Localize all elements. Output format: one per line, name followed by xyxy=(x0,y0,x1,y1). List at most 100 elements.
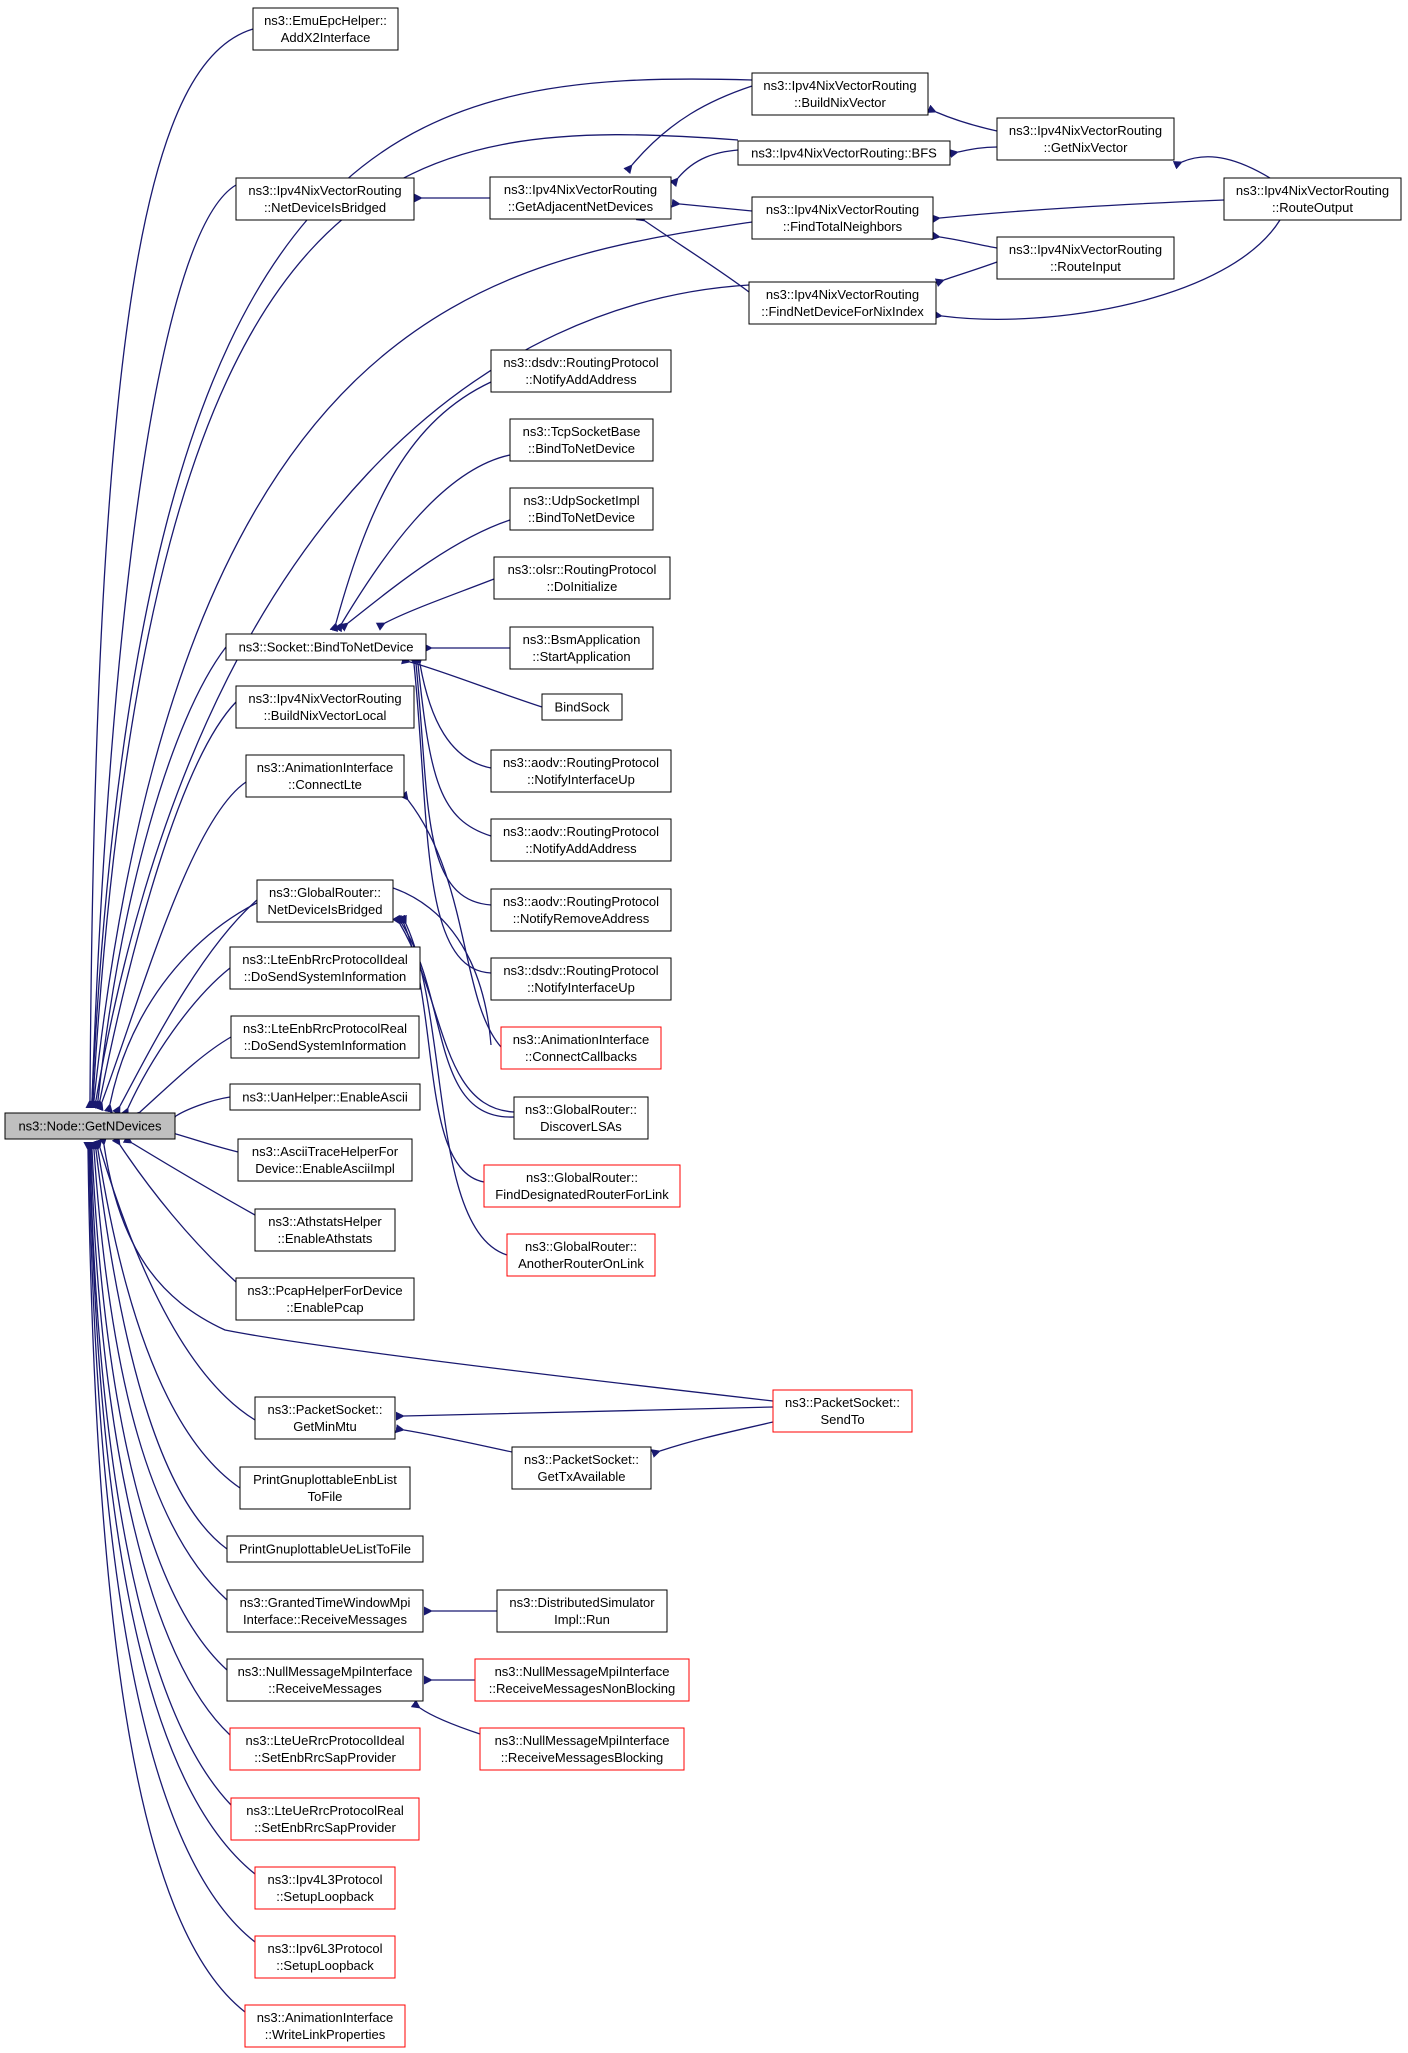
node-box xyxy=(490,957,672,1001)
graph-node-addx2[interactable]: ns3::EmuEpcHelper::AddX2Interface xyxy=(252,7,399,51)
graph-node-gettxavail[interactable]: ns3::PacketSocket::GetTxAvailable xyxy=(511,1446,652,1490)
node-box xyxy=(772,1389,913,1433)
call-edge xyxy=(90,1141,228,1550)
graph-node-ipv4loop[interactable]: ns3::Ipv4L3Protocol::SetupLoopback xyxy=(254,1866,396,1910)
graph-node-writelink[interactable]: ns3::AnimationInterface::WriteLinkProper… xyxy=(244,2004,406,2048)
graph-node-pcap[interactable]: ns3::PcapHelperForDevice::EnablePcap xyxy=(235,1277,415,1321)
node-label-line: Impl::Run xyxy=(554,1612,610,1627)
graph-node-nullmsg[interactable]: ns3::NullMessageMpiInterface::ReceiveMes… xyxy=(226,1658,424,1702)
call-edge xyxy=(671,198,753,212)
call-edge xyxy=(931,231,998,249)
node-box xyxy=(254,1396,396,1440)
graph-node-ltereal[interactable]: ns3::LteEnbRrcProtocolReal::DoSendSystem… xyxy=(230,1015,420,1059)
graph-node-bindsock[interactable]: BindSock xyxy=(541,693,623,721)
node-label-line: DiscoverLSAs xyxy=(540,1119,622,1134)
call-edge xyxy=(83,1141,246,2013)
graph-node-granted[interactable]: ns3::GrantedTimeWindowMpiInterface::Rece… xyxy=(226,1589,424,1633)
graph-node-ipv6loop[interactable]: ns3::Ipv6L3Protocol::SetupLoopback xyxy=(254,1935,396,1979)
call-edge xyxy=(92,1141,241,1489)
graph-node-bsmstart[interactable]: ns3::BsmApplication::StartApplication xyxy=(509,626,654,670)
node-label-line: ns3::GlobalRouter:: xyxy=(525,1102,637,1117)
graph-node-printue[interactable]: PrintGnuplottableUeListToFile xyxy=(226,1535,424,1563)
graph-node-dsdvadd[interactable]: ns3::dsdv::RoutingProtocol::NotifyAddAdd… xyxy=(490,349,672,393)
graph-node-connectcb[interactable]: ns3::AnimationInterface::ConnectCallback… xyxy=(500,1026,662,1070)
node-label-line: ::RouteInput xyxy=(1050,259,1121,274)
node-box xyxy=(541,693,623,721)
graph-node-getadj[interactable]: ns3::Ipv4NixVectorRouting::GetAdjacentNe… xyxy=(489,176,672,220)
node-box xyxy=(235,685,415,729)
node-label-line: ns3::Ipv4NixVectorRouting xyxy=(1009,123,1162,138)
graph-node-aodvremove[interactable]: ns3::aodv::RoutingProtocol::NotifyRemove… xyxy=(490,888,672,932)
call-edge xyxy=(934,261,998,287)
graph-node-sendto[interactable]: ns3::PacketSocket::SendTo xyxy=(772,1389,913,1433)
root-node-get-n-devices[interactable]: ns3::Node::GetNDevices xyxy=(4,1112,176,1140)
graph-node-udpbind[interactable]: ns3::UdpSocketImpl::BindToNetDevice xyxy=(509,487,654,531)
graph-node-discoverlsas[interactable]: ns3::GlobalRouter::DiscoverLSAs xyxy=(513,1096,649,1140)
node-label-line: ns3::olsr::RoutingProtocol xyxy=(508,562,657,577)
graph-node-getnix[interactable]: ns3::Ipv4NixVectorRouting::GetNixVector xyxy=(996,117,1175,161)
graph-node-grbridged[interactable]: ns3::GlobalRouter::NetDeviceIsBridged xyxy=(256,879,394,923)
graph-node-athstats[interactable]: ns3::AthstatsHelper::EnableAthstats xyxy=(254,1208,396,1252)
node-label-line: ns3::AnimationInterface xyxy=(257,760,394,775)
node-box xyxy=(490,349,672,393)
graph-node-olsrinit[interactable]: ns3::olsr::RoutingProtocol::DoInitialize xyxy=(493,556,671,600)
node-label-line: ns3::DistributedSimulator xyxy=(509,1595,655,1610)
graph-node-routeinput[interactable]: ns3::Ipv4NixVectorRouting::RouteInput xyxy=(996,236,1175,280)
graph-node-connectlte[interactable]: ns3::AnimationInterface::ConnectLte xyxy=(245,754,405,798)
graph-node-tcpbind[interactable]: ns3::TcpSocketBase::BindToNetDevice xyxy=(509,418,654,462)
call-edge xyxy=(1172,156,1271,179)
graph-node-getminmtu[interactable]: ns3::PacketSocket::GetMinMtu xyxy=(254,1396,396,1440)
node-box xyxy=(509,626,654,670)
node-label-line: ns3::Ipv4NixVectorRouting xyxy=(763,78,916,93)
call-edge xyxy=(399,790,502,1048)
graph-node-aodvup[interactable]: ns3::aodv::RoutingProtocol::NotifyInterf… xyxy=(490,749,672,793)
graph-node-bfs[interactable]: ns3::Ipv4NixVectorRouting::BFS xyxy=(737,140,951,166)
node-box xyxy=(509,487,654,531)
graph-node-netdevbridged[interactable]: ns3::Ipv4NixVectorRouting::NetDeviceIsBr… xyxy=(235,177,415,221)
graph-node-asciitrace[interactable]: ns3::AsciiTraceHelperForDevice::EnableAs… xyxy=(237,1138,413,1182)
call-edge xyxy=(949,146,998,159)
graph-node-dsdvup[interactable]: ns3::dsdv::RoutingProtocol::NotifyInterf… xyxy=(490,957,672,1001)
node-label-line: ::ReceiveMessagesBlocking xyxy=(501,1750,664,1765)
node-label-line: AddX2Interface xyxy=(281,30,371,45)
graph-node-finddesig[interactable]: ns3::GlobalRouter::FindDesignatedRouterF… xyxy=(483,1164,681,1208)
graph-node-buildnixlocal[interactable]: ns3::Ipv4NixVectorRouting::BuildNixVecto… xyxy=(235,685,415,729)
graph-node-findtotal[interactable]: ns3::Ipv4NixVectorRouting::FindTotalNeig… xyxy=(751,196,934,240)
node-box xyxy=(230,1797,420,1841)
call-edge xyxy=(410,655,492,906)
graph-node-aodvadd[interactable]: ns3::aodv::RoutingProtocol::NotifyAddAdd… xyxy=(490,818,672,862)
node-label-line: ::SetEnbRrcSapProvider xyxy=(254,1750,396,1765)
node-box xyxy=(496,1589,668,1633)
graph-node-findnetdev[interactable]: ns3::Ipv4NixVectorRouting::FindNetDevice… xyxy=(748,281,937,325)
call-edge xyxy=(88,134,739,1109)
node-label-line: ns3::Ipv4NixVectorRouting xyxy=(766,287,919,302)
node-box xyxy=(509,418,654,462)
node-label-line: ns3::NullMessageMpiInterface xyxy=(495,1733,670,1748)
graph-node-buildnix[interactable]: ns3::Ipv4NixVectorRouting::BuildNixVecto… xyxy=(751,72,929,116)
graph-node-nullnonblock[interactable]: ns3::NullMessageMpiInterface::ReceiveMes… xyxy=(474,1658,690,1702)
node-label-line: ns3::Ipv4NixVectorRouting xyxy=(504,182,657,197)
graph-node-nullblock[interactable]: ns3::NullMessageMpiInterface::ReceiveMes… xyxy=(479,1727,685,1771)
call-edge xyxy=(94,781,247,1112)
node-label-line: ::BuildNixVector xyxy=(794,95,886,110)
node-box xyxy=(490,888,672,932)
call-edge xyxy=(408,655,492,974)
graph-node-lteideal[interactable]: ns3::LteEnbRrcProtocolIdeal::DoSendSyste… xyxy=(229,946,421,990)
node-box xyxy=(254,1208,396,1252)
node-box xyxy=(235,1277,415,1321)
node-box xyxy=(254,1866,396,1910)
call-edge xyxy=(111,1135,237,1283)
graph-node-ltuereal[interactable]: ns3::LteUeRrcProtocolReal::SetEnbRrcSapP… xyxy=(230,1797,420,1841)
graph-node-socketbind[interactable]: ns3::Socket::BindToNetDevice xyxy=(225,633,427,661)
node-label-line: ns3::Ipv4NixVectorRouting::BFS xyxy=(751,146,937,161)
graph-node-lteueideal[interactable]: ns3::LteUeRrcProtocolIdeal::SetEnbRrcSap… xyxy=(229,1727,421,1771)
node-label-line: ns3::TcpSocketBase xyxy=(523,424,641,439)
graph-node-uanascii[interactable]: ns3::UanHelper::EnableAscii xyxy=(229,1083,421,1111)
graph-node-anotherrouter[interactable]: ns3::GlobalRouter::AnotherRouterOnLink xyxy=(506,1233,656,1277)
node-label-line: ns3::AnimationInterface xyxy=(257,2010,394,2025)
graph-node-routeoutput[interactable]: ns3::Ipv4NixVectorRouting::RouteOutput xyxy=(1223,177,1402,221)
node-label-line: ns3::Ipv4NixVectorRouting xyxy=(248,691,401,706)
node-label-line: ns3::Ipv4NixVectorRouting xyxy=(1236,183,1389,198)
